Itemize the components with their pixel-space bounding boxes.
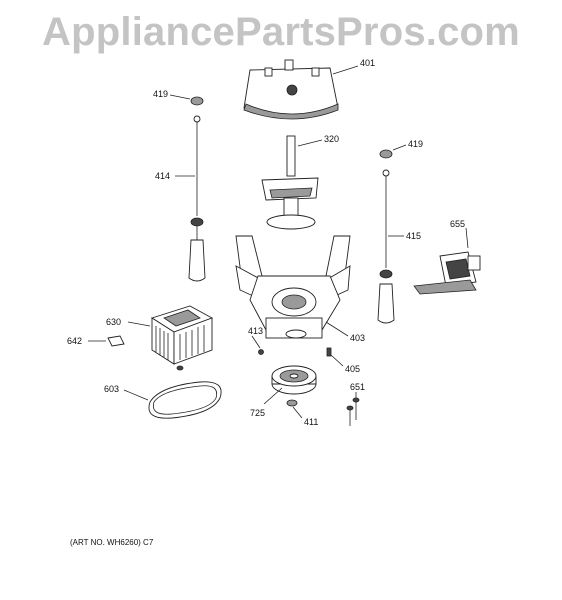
label-642: 642 xyxy=(67,336,82,346)
part-414-suspension-rod[interactable] xyxy=(188,115,206,282)
part-320-transmission[interactable] xyxy=(261,135,319,230)
part-405-screw[interactable] xyxy=(326,347,332,357)
label-415: 415 xyxy=(406,231,421,241)
label-603: 603 xyxy=(104,384,119,394)
label-725: 725 xyxy=(250,408,265,418)
part-401-cover[interactable] xyxy=(243,59,339,120)
part-603-drive-belt[interactable] xyxy=(148,381,222,419)
label-419-right: 419 xyxy=(408,139,423,149)
label-405: 405 xyxy=(345,364,360,374)
part-403-support-bracket[interactable] xyxy=(235,235,351,339)
label-403: 403 xyxy=(350,333,365,343)
label-655: 655 xyxy=(450,219,465,229)
label-413: 413 xyxy=(248,326,263,336)
label-419-left: 419 xyxy=(153,89,168,99)
part-411-washer[interactable] xyxy=(286,399,298,407)
label-651: 651 xyxy=(350,382,365,392)
part-419-right-cap[interactable] xyxy=(379,149,393,159)
label-401: 401 xyxy=(360,58,375,68)
art-number-caption: (ART NO. WH6260) C7 xyxy=(70,538,154,547)
label-411: 411 xyxy=(304,417,318,427)
part-655-pump[interactable] xyxy=(413,251,481,295)
part-413-nut[interactable] xyxy=(258,349,264,355)
part-415-suspension-rod[interactable] xyxy=(377,169,395,324)
watermark-logo-text: AppliancePartsPros.com xyxy=(42,10,520,54)
part-651-bolts[interactable] xyxy=(346,397,360,426)
part-630-motor[interactable] xyxy=(150,305,214,371)
label-630: 630 xyxy=(106,317,121,327)
label-320: 320 xyxy=(324,134,339,144)
part-642-small-component[interactable] xyxy=(107,335,125,347)
label-414: 414 xyxy=(155,171,170,181)
part-419-left-cap[interactable] xyxy=(190,96,204,106)
part-725-pulley[interactable] xyxy=(271,365,317,395)
